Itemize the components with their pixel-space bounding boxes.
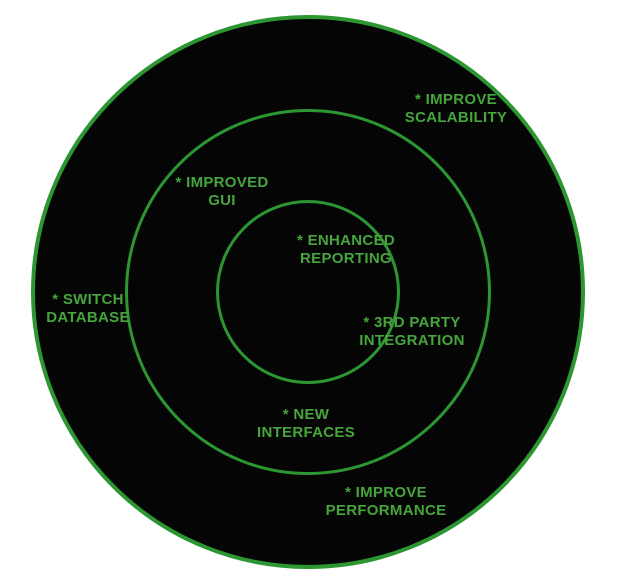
- label-improved-gui: * IMPROVED GUI: [175, 174, 268, 210]
- label-line: * 3RD PARTY: [363, 314, 461, 331]
- label-enhanced-reporting: * ENHANCED REPORTING: [297, 232, 395, 268]
- label-3rd-party-integration: * 3RD PARTY INTEGRATION: [359, 314, 465, 350]
- label-line: SCALABILITY: [404, 109, 508, 126]
- label-improve-performance: * IMPROVE PERFORMANCE: [326, 484, 447, 520]
- label-improve-scalability: * IMPROVE SCALABILITY: [405, 91, 507, 127]
- label-line: REPORTING: [300, 250, 392, 267]
- label-line: * IMPROVE: [415, 91, 497, 108]
- label-line: * IMPROVED: [175, 174, 269, 191]
- middle-ring-circle: [125, 109, 491, 475]
- label-new-interfaces: * NEW INTERFACES: [257, 406, 355, 442]
- label-line: * SWITCH: [52, 291, 124, 308]
- label-line: * NEW: [282, 406, 330, 423]
- label-line: INTEGRATION: [359, 332, 465, 349]
- label-switch-database: * SWITCH DATABASE: [46, 291, 130, 327]
- label-line: INTERFACES: [256, 424, 356, 441]
- label-line: DATABASE: [46, 309, 130, 326]
- label-line: * ENHANCED: [296, 232, 396, 249]
- label-line: PERFORMANCE: [325, 502, 447, 519]
- label-line: GUI: [208, 192, 236, 209]
- label-line: * IMPROVE: [345, 484, 427, 501]
- inner-ring-circle: [216, 200, 400, 384]
